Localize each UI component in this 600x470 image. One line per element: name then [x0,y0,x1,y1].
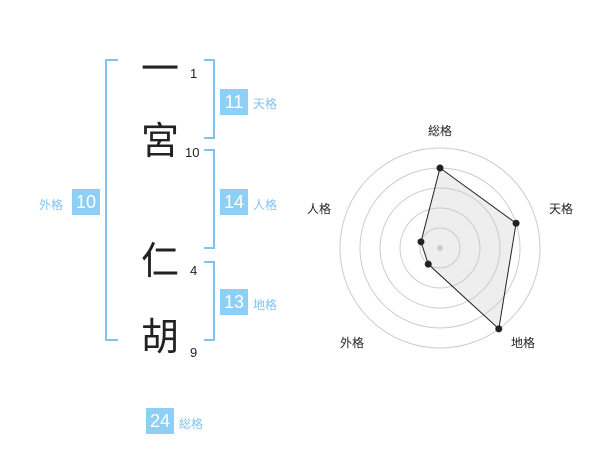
radar-label-gaikaku: 外格 [340,336,365,350]
chikaku-value: 13 [220,289,248,315]
radar-center [437,245,443,251]
tenkaku-value: 11 [220,89,248,115]
radar-label-tenkaku: 天格 [549,202,574,216]
gaikaku-value: 10 [72,189,100,215]
chikaku-label: 地格 [253,298,278,312]
radar-point-3 [495,325,503,333]
radar-polygon [420,167,517,330]
radar-ring [399,207,481,289]
stroke-count-4: 9 [190,345,198,360]
radar-point-5 [417,238,425,246]
jinkaku-bracket [204,149,215,249]
stroke-count-2: 10 [185,145,200,160]
radar-label-chikaku: 地格 [511,336,536,350]
soukaku-value: 24 [146,408,174,434]
tenkaku-label: 天格 [253,97,278,111]
stroke-count-3: 4 [190,263,198,278]
radar-ring [339,147,541,349]
name-char-4: 胡 [141,315,180,359]
radar-ring [379,187,501,309]
jinkaku-label: 人格 [253,198,278,212]
radar-point-1 [436,164,444,172]
chikaku-bracket [204,261,215,341]
name-char-3: 仁 [141,239,180,283]
radar-point-2 [512,219,520,227]
jinkaku-value: 14 [220,189,248,215]
radar-label-jinkaku: 人格 [307,202,332,216]
radar-ring [419,227,461,269]
stroke-count-1: 1 [190,66,198,81]
name-char-1: 一 [141,47,180,91]
name-char-2: 宮 [141,119,180,163]
tenkaku-bracket [204,59,215,139]
radar-label-soukaku: 総格 [428,124,453,138]
radar-point-4 [424,260,432,268]
gaikaku-bracket [105,59,118,341]
gaikaku-label: 外格 [39,198,64,212]
soukaku-label: 総格 [179,417,204,431]
